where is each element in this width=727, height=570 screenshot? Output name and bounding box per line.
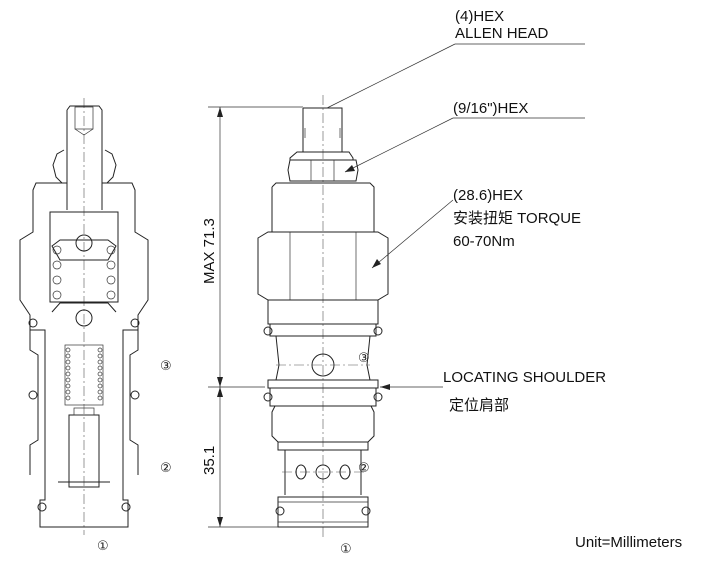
torque-label: 安装扭矩 TORQUE (453, 210, 581, 227)
hex4-label: (4)HEX (455, 8, 504, 25)
exterior-port-1: ① (340, 542, 352, 557)
allen-head-label: ALLEN HEAD (455, 25, 549, 42)
leader-lines (326, 43, 585, 390)
section-view (19, 98, 149, 535)
exterior-view (257, 95, 389, 537)
unit-label: Unit=Millimeters (575, 534, 682, 551)
dimension-lines (208, 106, 303, 528)
exterior-port-3: ③ (358, 351, 370, 366)
dimension-max-length: MAX 71.3 (201, 218, 218, 284)
section-port-3: ③ (160, 359, 172, 374)
torque-value: 60-70Nm (453, 233, 515, 250)
hex286-label: (28.6)HEX (453, 187, 523, 204)
dimension-lower-length: 35.1 (201, 446, 218, 475)
section-port-1: ① (97, 539, 109, 554)
section-port-2: ② (160, 461, 172, 476)
exterior-port-2: ② (358, 461, 370, 476)
locating-shoulder-label: LOCATING SHOULDER (443, 369, 606, 386)
hex916-label: (9/16")HEX (453, 100, 528, 117)
locating-shoulder-cn-label: 定位肩部 (449, 397, 509, 414)
